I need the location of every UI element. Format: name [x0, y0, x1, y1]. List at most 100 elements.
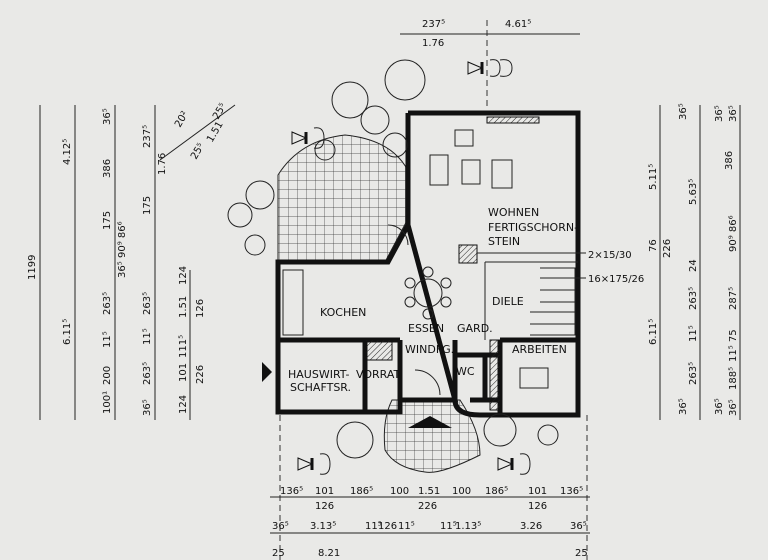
dim-bottom-r2-8: 36⁵ — [570, 521, 587, 532]
room-label-kochen: KOCHEN — [320, 306, 366, 319]
dim-left-c4-2: 126 — [195, 299, 206, 318]
dim-right-c3-1: 90⁹ 86⁶ — [728, 215, 739, 252]
dim-right-c3-0: 36⁵ — [728, 105, 739, 122]
terrace-south — [383, 399, 481, 473]
entrance-triangle — [408, 416, 452, 428]
dim-bottom-r1b-2: 126 — [528, 501, 547, 512]
dim-bottom-r1-3: 100 — [390, 486, 409, 497]
dim-left-c2-3: 90⁹ 86⁶ — [117, 221, 128, 258]
dim-right-c1-2: 76 — [648, 239, 659, 252]
room-label-windfg: WINDFG. — [405, 343, 454, 356]
dim-left-c2-0: 36⁵ — [102, 108, 113, 125]
dim-left-c3-0: 237⁵ — [142, 125, 153, 148]
dim-bottom-r1-6: 186⁵ — [485, 486, 508, 497]
dim-left-c3-6: 36⁵ — [142, 399, 153, 416]
dim-bottom-r3-1: 8.21 — [318, 548, 340, 559]
dim-left-c3-3: 263⁵ — [142, 292, 153, 315]
section-marker-bottom-left — [297, 453, 331, 475]
chimney — [458, 244, 478, 264]
dim-right-c2-4: 263⁵ — [688, 287, 699, 310]
dim-right-c1-3: 226 — [662, 239, 673, 258]
dim-left-c3-5: 263⁵ — [142, 362, 153, 385]
dim-bottom-r2-5: 1.13⁵ — [455, 521, 481, 532]
chair — [404, 277, 416, 289]
dim-diag-3: 25⁵ — [189, 142, 207, 162]
dim-left-c4-4: 111⁵ — [178, 335, 189, 358]
dim-bottom-r1-7: 101 — [528, 486, 547, 497]
dim-left-c1-1: 6.11⁵ — [62, 319, 73, 345]
room-label-stein: STEIN — [488, 235, 520, 248]
dim-top-a: 237⁵ — [422, 19, 445, 30]
dim-right-c2-2: 5.63⁵ — [688, 179, 699, 205]
dim-left-c2-5: 263⁵ — [102, 292, 113, 315]
dim-bottom-r3-0: 25 — [272, 548, 285, 559]
dim-left-c3-4: 11⁵ — [142, 328, 153, 345]
room-label-wc: WC — [456, 365, 475, 378]
stair — [530, 267, 576, 336]
dining-table — [413, 278, 443, 308]
dim-bottom-r2-6: 11⁵ — [440, 521, 457, 532]
door-swing — [387, 224, 409, 246]
dim-right-c1-4: 6.11⁵ — [648, 319, 659, 345]
dim-right-c1-1: 5.11⁵ — [648, 164, 659, 190]
room-label-gard: GARD. — [457, 322, 493, 335]
armchair — [491, 159, 513, 189]
dim-right-c3-2: 287⁵ — [728, 287, 739, 310]
dim-bottom-r2-2: 11⁵ — [365, 521, 382, 532]
chair — [404, 296, 416, 308]
dim-bottom-r1-4: 1.51 — [418, 486, 440, 497]
trees — [227, 59, 559, 459]
terrace-north-west — [277, 134, 411, 263]
dim-left-c2-2: 175 — [102, 211, 113, 230]
dim-right-c3-4: 188⁵ — [728, 367, 739, 390]
dim-right-c3-5: 36⁵ — [728, 399, 739, 416]
chair — [422, 308, 434, 320]
room-label-hauswirtschaftsraum-2: SCHAFTSR. — [290, 381, 351, 394]
dim-bottom-r3-2: 25 — [575, 548, 588, 559]
dim-bottom-r2-3: 126 — [378, 521, 397, 532]
dim-diag-1: 25⁵ — [211, 102, 229, 122]
dim-bottom-r2-7: 3.26 — [520, 521, 542, 532]
room-label-arbeiten: ARBEITEN — [512, 343, 567, 356]
dim-left-total: 1199 — [27, 255, 38, 280]
dim-left-c2-6: 11⁵ — [102, 331, 113, 348]
dim-left-c2-1: 386 — [102, 159, 113, 178]
dim-right-c2-5: 11⁵ — [688, 325, 699, 342]
dim-bottom-r1-8: 136⁵ — [560, 486, 583, 497]
dim-left-c4-3: 101 — [178, 363, 189, 382]
dim-left-c3-1: 1.76 — [157, 153, 168, 175]
dim-right-c2-6: 263⁵ — [688, 362, 699, 385]
dim-left-c4-5: 226 — [195, 365, 206, 384]
dim-line-diagonal — [159, 104, 236, 161]
dim-top-c: 1.76 — [422, 38, 444, 49]
section-marker-bottom-right — [497, 453, 531, 475]
armchair — [454, 129, 474, 147]
room-label-diele: DIELE — [492, 295, 524, 308]
wall-windfang — [397, 340, 500, 418]
dim-bottom-r1b-1: 226 — [418, 501, 437, 512]
door-swing — [414, 369, 441, 396]
dim-bottom-r1-2: 186⁵ — [350, 486, 373, 497]
dim-diag-2: 1.51 — [205, 120, 226, 145]
dim-bottom-r1-5: 100 — [452, 486, 471, 497]
sofa — [429, 154, 449, 186]
room-label-hauswirtschaftsraum: HAUSWIRT- — [288, 368, 350, 381]
dim-left-c2-8: 100¹ — [102, 391, 113, 414]
dim-bottom-r2-0: 36⁵ — [272, 521, 289, 532]
dim-right-c1-0: 36⁵ — [678, 103, 689, 120]
dim-diag-0: 20² — [173, 110, 191, 130]
dim-left-c3-2: 175 — [142, 196, 153, 215]
dim-right-c2-1: 386 — [724, 151, 735, 170]
section-marker-left — [291, 127, 325, 149]
dim-bottom-r2-4: 11⁵ — [398, 521, 415, 532]
hatched-column — [365, 339, 393, 361]
room-label-vorrat: VORRAT — [356, 368, 401, 381]
dim-left-c2-4: 36⁵ — [117, 261, 128, 278]
dim-right-c2-3: 24 — [688, 259, 699, 272]
room-label-essen: ESSEN — [408, 322, 444, 335]
wall-diele — [484, 261, 578, 340]
dim-left-c2-7: 200 — [102, 366, 113, 385]
section-marker-top — [467, 59, 513, 77]
dim-right-c2-7: 36⁵ — [714, 398, 725, 415]
